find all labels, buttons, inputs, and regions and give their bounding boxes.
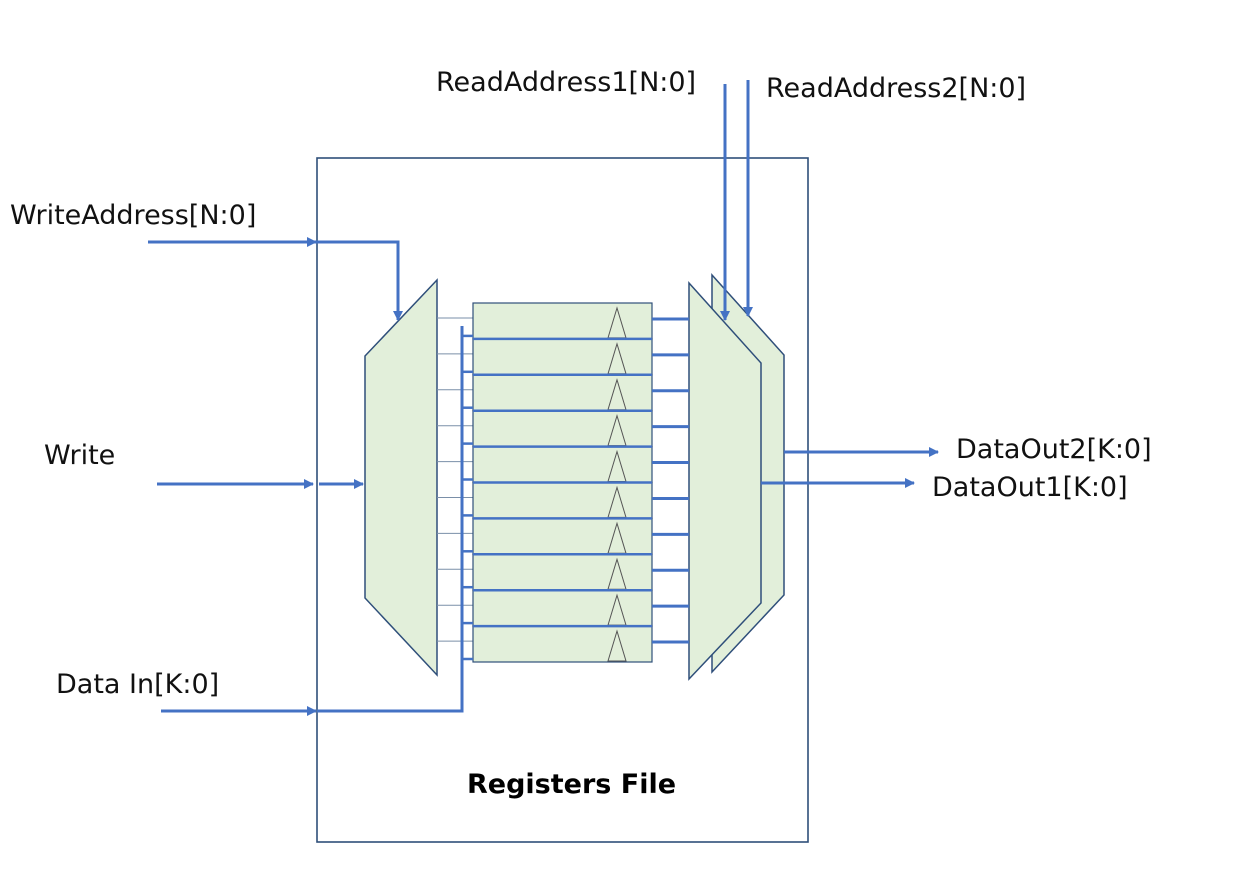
register-8 [472, 553, 653, 591]
data-in-label: Data In[K:0] [56, 669, 219, 700]
write-address-label: WriteAddress[N:0] [10, 200, 256, 231]
register-2 [472, 338, 653, 376]
register-7 [472, 517, 653, 555]
decoder-output-lines [437, 317, 473, 642]
write-label: Write [44, 440, 115, 471]
register-1 [472, 302, 653, 340]
data-out-1-label: DataOut1[K:0] [932, 472, 1128, 503]
data-in-bus-feed [317, 326, 464, 713]
data-bus-wires [462, 317, 689, 661]
register-file-box [316, 157, 809, 843]
write-address-wire [148, 240, 403, 321]
register-stack [472, 302, 653, 663]
read-address-2-label: ReadAddress2[N:0] [766, 73, 1026, 104]
read-mux-1 [688, 281, 762, 681]
write-decoder [364, 278, 438, 677]
register-4 [472, 410, 653, 448]
register-6 [472, 481, 653, 520]
clock-triangle-icon [607, 629, 627, 662]
register-9 [472, 589, 653, 627]
register-file-title: Registers File [467, 769, 676, 800]
read-address-1-label: ReadAddress1[N:0] [436, 67, 696, 98]
data-out-2-label: DataOut2[K:0] [956, 434, 1152, 465]
